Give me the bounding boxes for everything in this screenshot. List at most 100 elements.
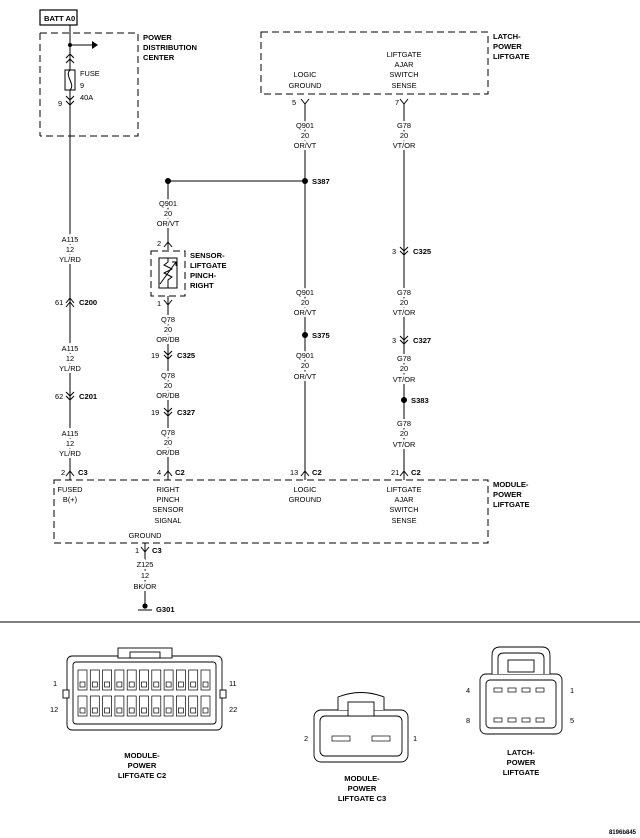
c2-pin-socket [190,707,197,714]
g78-color-1: VT/OR [393,141,416,150]
latch-pin-cavity [507,717,517,723]
q901-gauge-mid: 20 [301,298,309,307]
g78-id-2: G78 [397,288,411,297]
module-logic-label-1: LOGIC [294,485,318,494]
latch-pin-grid [493,687,545,723]
s375-label: S375 [312,331,331,340]
fuse-rating: 40A [80,93,93,102]
q901-color-mid: OR/VT [294,308,317,317]
module-c3-title-1: MODULE- [344,774,380,783]
ground-c3-cavity: 1 [135,546,139,555]
q78-color-3: OR/DB [156,448,179,457]
ground-c3-pin-icon [140,546,150,553]
module-c3-cavity: 2 [61,468,65,477]
latch-pin-cavity [535,687,545,693]
q78-color-2: OR/DB [156,391,179,400]
z125-id: Z125 [137,560,154,569]
c2-pin-cavity [102,669,112,691]
c2-pin-socket [128,681,135,688]
module-ground-label: GROUND [129,531,162,540]
module-c2-title-1: MODULE- [124,751,160,760]
c2-pin-cavity [176,669,186,691]
c2-pin-cavity [200,695,211,717]
figure-id: 8196b845 [609,830,637,836]
c325-right-cavity: 3 [392,247,396,256]
module-c3-pin-icon [65,470,75,477]
a115-color-3: YL/RD [59,449,81,458]
c2-pin-cavity [139,669,149,691]
sensor-title-1: SENSOR- [190,251,225,260]
module-c3-pin-right: 1 [413,734,417,743]
fuse-element-icon [67,69,73,91]
c2-pin-socket [153,681,160,688]
module-c3-connector-view [313,692,409,763]
module-c3-label: C3 [78,468,88,477]
q78-id-1: Q78 [161,315,175,324]
g78-gauge-2: 20 [400,298,408,307]
c2-pin-socket [116,681,123,688]
latch-logic-label-1: LOGIC [294,70,318,79]
module-ajar-label-3: SWITCH [389,505,418,514]
module-title-1: MODULE- [493,480,529,489]
c2-pin-socket [79,707,86,714]
q78-id-3: Q78 [161,428,175,437]
latch-pin7-connector-icon [399,98,409,105]
c2-pin-socket [128,707,135,714]
latch-view-pin-bl: 8 [466,716,470,725]
c2-pin-socket [165,681,172,688]
fuse-label: FUSE [80,69,100,78]
g301-ground-dot [142,603,148,609]
c2-pin-cavity [126,669,137,691]
c327-left-cavity: 19 [151,408,159,417]
c200-label: C200 [79,298,97,307]
c2-pin-cavity [151,695,162,717]
latch-ajar-label-3: SWITCH [389,70,418,79]
a115-id-3: A115 [62,429,79,438]
module-c2-pin21-label: C2 [411,468,421,477]
c2-pin-cavity [77,695,88,717]
latch-pin-cavity [493,717,503,723]
pdc-title-3: CENTER [143,53,175,62]
module-fused-label-2: B(+) [63,495,77,504]
module-logic-label-2: GROUND [289,495,322,504]
sensor-variable-arrow-icon [159,261,177,285]
batt-a0-box [39,9,78,26]
c325-right-connector-icon [399,246,409,256]
q78-gauge-2: 20 [164,381,172,390]
module-c2-pin-br: 22 [229,705,237,714]
batt-a0-label: BATT A0 [44,14,75,23]
c2-pin-socket [91,707,98,714]
sensor-boundary [150,250,186,297]
s375-splice [302,332,308,338]
module-c2-pin4-icon [163,470,173,477]
c2-pin-cavity [114,669,125,691]
module-c2-pin4-cavity: 4 [157,468,161,477]
latch-ajar-label-2: AJAR [395,60,414,69]
latch-view-title-3: LIFTGATE [503,768,540,777]
a115-gauge-2: 12 [66,354,74,363]
module-c2-pin13-label: C2 [312,468,322,477]
g78-color-4: VT/OR [393,440,416,449]
latch-pin5-cavity: 5 [292,98,296,107]
c2-pin-cavity [114,695,125,717]
a115-gauge-3: 12 [66,439,74,448]
module-title-3: LIFTGATE [493,500,530,509]
module-c2-pin13-icon [300,470,310,477]
module-pinch-label-1: RIGHT [157,485,180,494]
q901-gauge-low: 20 [301,361,309,370]
c2-pin-cavity [77,669,88,691]
module-c2-pin21-cavity: 21 [391,468,399,477]
c327-left-label: C327 [177,408,195,417]
module-c3-pin-left: 2 [304,734,308,743]
c2-pin-socket [202,707,209,714]
module-c2-pin13-cavity: 13 [290,468,298,477]
c327-right-connector-icon [399,335,409,345]
c2-pin-socket [104,707,110,714]
c2-pin-socket [178,707,184,714]
sensor-pin1-cavity: 1 [157,299,161,308]
c2-pin-cavity [151,669,162,691]
g78-gauge-3: 20 [400,364,408,373]
q78-id-2: Q78 [161,371,175,380]
c201-cavity: 62 [55,392,63,401]
q78-gauge-3: 20 [164,438,172,447]
